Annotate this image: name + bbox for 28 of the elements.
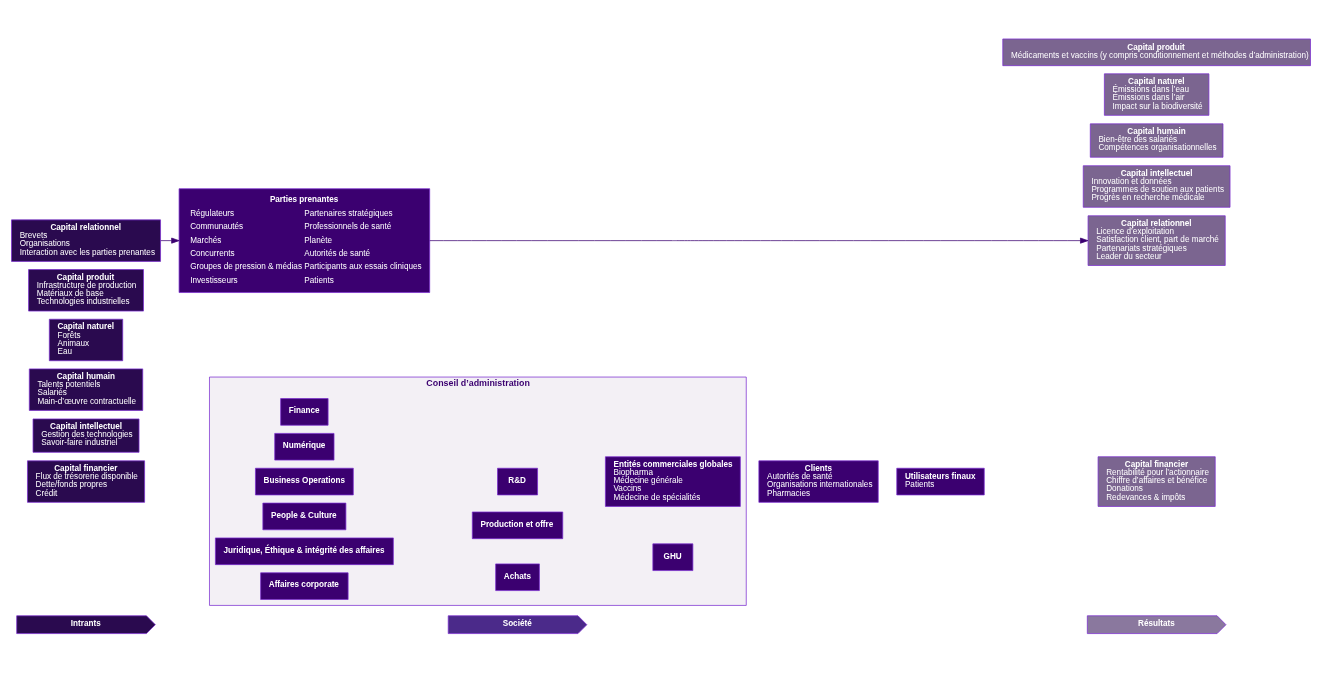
node-box: Capital naturel Émissions dans l’eau Émissions dans l’air Impact sur la biodiversité (1104, 73, 1210, 116)
node-box: Juridique, Éthique & intégrité des affaires (215, 537, 394, 565)
node-box: Utilisateurs finaux Patients (896, 467, 985, 496)
node-box: Achats (495, 563, 540, 591)
node-box: Numérique (274, 433, 335, 461)
node-box: Business Operations (255, 467, 354, 496)
node-box: Capital humain Talents potentiels Salariés Main-d’œuvre contractuelle (28, 368, 144, 411)
node-box: Parties prenantes Régulateurs Partenaires stratégiques Communautés Professionnels de santé Marchés Planète Concurrents Autorités de santé Groupes de pression & médias Participants aux essais cliniques Investisseurs Patients (178, 188, 431, 293)
node-box: Affaires corporate (260, 572, 349, 600)
node-box: Finance (280, 398, 329, 426)
node-box: Capital naturel Forêts Animaux Eau (48, 318, 124, 362)
node-box: Capital financier Rentabilité pour l’actionnaire Chiffre d’affaires et bénéfice Donations Redevances & impôts (1097, 456, 1216, 507)
node-box: Capital intellectuel Innovation et données Programmes de soutien aux patients Progrès en recherche médicale (1082, 165, 1231, 208)
node-box: Capital produit Médicaments et vaccins (y compris conditionnement et méthodes d’administration) (1002, 38, 1311, 67)
node-box: Capital relationnel Brevets Organisations Interaction avec les parties prenantes (11, 219, 161, 262)
node-box: Capital humain Bien-être des salariés Compétences organisationnelles (1089, 123, 1224, 158)
node-box: R&D (497, 467, 538, 496)
node-box: Capital relationnel Licence d’exploitation Satisfaction client, part de marché Partenariats stratégiques Leader du secteur (1087, 215, 1226, 266)
node-box: GHU (652, 543, 694, 571)
node-box: Production et offre (471, 511, 564, 540)
node-box: Capital intellectuel Gestion des technologies Savoir-faire industriel (32, 418, 140, 453)
arrow (429, 237, 1089, 244)
node-box: Clients Autorités de santé Organisations internationales Pharmacies (758, 460, 879, 503)
arrow (160, 237, 180, 244)
node-box: People & Culture (262, 502, 347, 531)
node-box: Capital produit Infrastructure de production Matériaux de base Technologies industrielles (28, 269, 144, 312)
node-box: Entités commerciales globales Biopharma Médecine générale Vaccins Médecine de spécialités (605, 456, 741, 507)
node-box: Capital financier Flux de trésorerie disponible Dette/fonds propres Crédit (27, 460, 145, 503)
